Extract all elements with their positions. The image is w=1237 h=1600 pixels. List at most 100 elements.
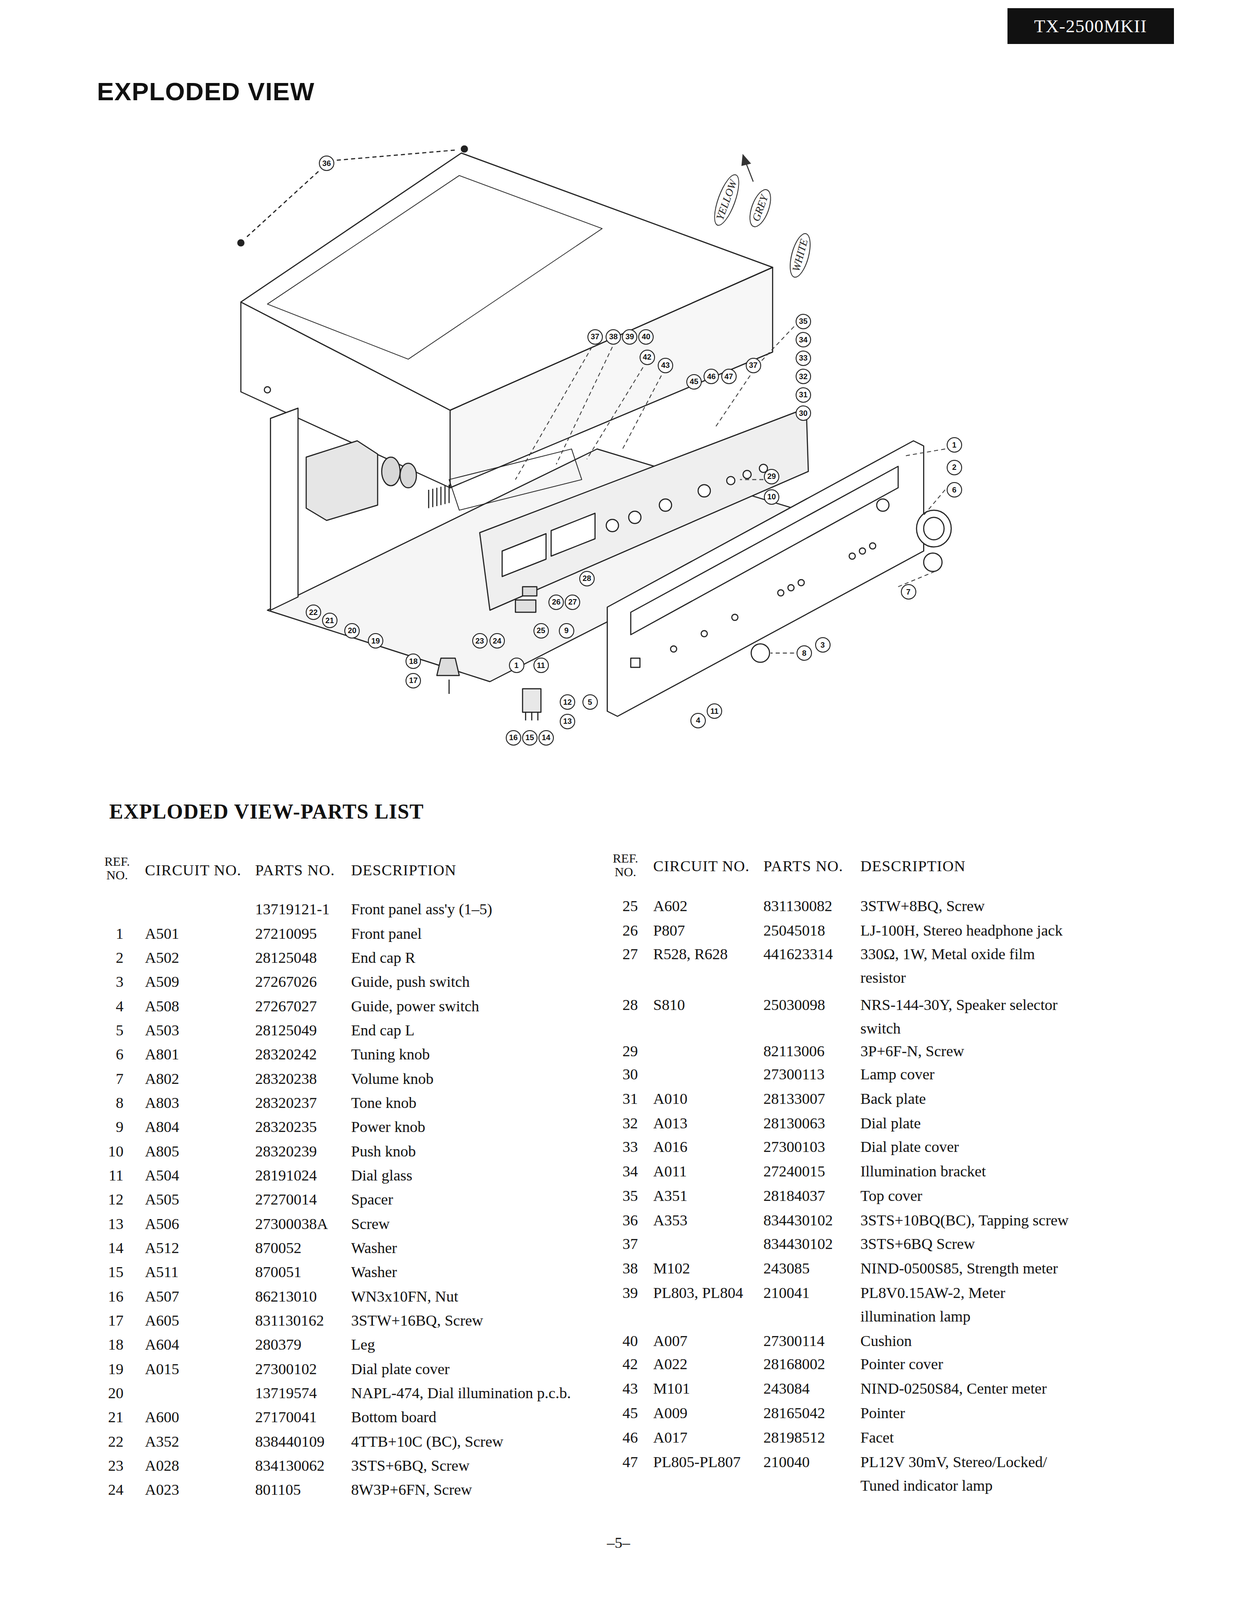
ref-number: 33 bbox=[583, 1135, 638, 1159]
leg-screw bbox=[448, 679, 450, 695]
table-cell: Power knob bbox=[351, 1115, 426, 1140]
tone-knob bbox=[751, 644, 770, 663]
table-cell: 8W3P+6FN, Screw bbox=[351, 1478, 473, 1502]
table-cell: Dial glass bbox=[351, 1163, 413, 1188]
ref-number: 10 bbox=[68, 1139, 124, 1164]
ref-number: 35 bbox=[583, 1184, 638, 1208]
control-shaft bbox=[659, 498, 672, 512]
panel-hole bbox=[787, 584, 795, 592]
ref-number: 7 bbox=[68, 1067, 124, 1091]
ref-number: 4 bbox=[68, 994, 124, 1019]
table-cell: Spacer bbox=[351, 1188, 394, 1212]
ref-number: 28 bbox=[583, 993, 638, 1017]
ref-number: 45 bbox=[583, 1401, 638, 1426]
chassis-left-wall bbox=[270, 408, 299, 611]
callout-number: 39 bbox=[621, 329, 638, 345]
callout-number: 27 bbox=[564, 594, 581, 611]
callout-number: 16 bbox=[505, 730, 522, 746]
table-cell: 27267027 bbox=[255, 994, 318, 1019]
table-cell: PL805-PL807 bbox=[653, 1450, 741, 1475]
table-cell: Leg bbox=[351, 1333, 376, 1357]
table-cell: End cap L bbox=[351, 1018, 415, 1043]
table-cell: 870052 bbox=[255, 1236, 302, 1261]
callout-number: 28 bbox=[579, 571, 595, 587]
table-cell: NAPL-474, Dial illumination p.c.b. bbox=[351, 1381, 571, 1406]
front-panel-body bbox=[607, 440, 925, 717]
table-cell: Washer bbox=[351, 1236, 397, 1261]
table-cell: 28130063 bbox=[763, 1111, 826, 1136]
table-cell: A017 bbox=[653, 1426, 688, 1450]
table-cell: Washer bbox=[351, 1260, 397, 1285]
callout-number: 18 bbox=[405, 653, 421, 670]
table-cell: 834430102 bbox=[763, 1232, 833, 1257]
table-cell: 28320242 bbox=[255, 1042, 318, 1067]
table-cell: Dial plate cover bbox=[860, 1135, 959, 1159]
table-cell: Illumination bracket bbox=[860, 1159, 987, 1184]
ref-number: 2 bbox=[68, 946, 124, 970]
page-title: EXPLODED VIEW bbox=[97, 76, 315, 107]
callout-number: 6 bbox=[946, 482, 963, 498]
wire-arrow bbox=[742, 155, 754, 182]
table-cell: S810 bbox=[653, 993, 685, 1017]
wire-color-note: YELLOW bbox=[708, 171, 745, 229]
table-cell: Dial plate bbox=[860, 1111, 921, 1136]
column-header: REF. NO. bbox=[607, 851, 644, 880]
jack-assembly bbox=[522, 689, 542, 713]
table-cell: 3STW+8BQ, Screw bbox=[860, 894, 985, 919]
ref-number: 24 bbox=[68, 1478, 124, 1502]
callout-number: 35 bbox=[795, 313, 812, 330]
table-cell: Pointer cover bbox=[860, 1352, 944, 1377]
ref-number: 11 bbox=[68, 1163, 124, 1188]
callout-number: 47 bbox=[721, 368, 737, 385]
ref-number: 40 bbox=[583, 1329, 638, 1354]
table-cell: A016 bbox=[653, 1135, 688, 1159]
table-cell: 27300103 bbox=[763, 1135, 826, 1159]
table-cell: A353 bbox=[653, 1208, 688, 1233]
headphone-jack bbox=[522, 586, 538, 597]
table-cell: A352 bbox=[145, 1430, 180, 1454]
screw-hole bbox=[264, 386, 271, 394]
callout-number: 30 bbox=[795, 405, 812, 421]
table-cell: A803 bbox=[145, 1091, 180, 1115]
callout-number: 46 bbox=[703, 368, 719, 385]
leader-line bbox=[739, 479, 764, 481]
table-cell: 27270014 bbox=[255, 1188, 318, 1212]
table-cell: 28320237 bbox=[255, 1091, 318, 1115]
wire-color-note: WHITE bbox=[785, 230, 815, 280]
table-cell: PL803, PL804 bbox=[653, 1281, 744, 1306]
table-cell: A501 bbox=[145, 922, 180, 946]
table-cell: A507 bbox=[145, 1285, 180, 1309]
ref-number: 21 bbox=[68, 1405, 124, 1430]
heat-sink bbox=[428, 484, 450, 509]
model-name: TX-2500MKII bbox=[1034, 15, 1148, 37]
table-cell: 28125049 bbox=[255, 1018, 318, 1043]
leader-line bbox=[247, 171, 319, 237]
callout-number: 34 bbox=[795, 332, 812, 348]
callout-number: 43 bbox=[657, 357, 674, 374]
wire-color-note: GREY bbox=[745, 186, 776, 230]
table-cell: Push knob bbox=[351, 1139, 416, 1164]
table-cell: M101 bbox=[653, 1377, 690, 1401]
ref-number: 5 bbox=[68, 1018, 124, 1043]
screw bbox=[237, 239, 245, 247]
table-cell: A604 bbox=[145, 1333, 180, 1357]
screw bbox=[461, 146, 468, 153]
column-header: REF. NO. bbox=[98, 855, 136, 883]
callout-number: 5 bbox=[582, 694, 598, 710]
column-header: PARTS NO. bbox=[255, 860, 336, 881]
callout-number: 29 bbox=[763, 469, 780, 485]
column-header: CIRCUIT NO. bbox=[145, 860, 242, 881]
transformer bbox=[306, 440, 378, 521]
callout-number: 22 bbox=[305, 604, 322, 621]
ref-number: 27 bbox=[583, 942, 638, 967]
table-cell: End cap R bbox=[351, 946, 416, 970]
panel-hole bbox=[876, 498, 890, 512]
table-cell: 28168002 bbox=[763, 1352, 826, 1377]
table-cell: A351 bbox=[653, 1184, 688, 1208]
tuning-knob-cap bbox=[923, 517, 944, 541]
table-cell: 27210095 bbox=[255, 922, 318, 946]
ref-number: 15 bbox=[68, 1260, 124, 1285]
table-cell: 28320239 bbox=[255, 1139, 318, 1164]
ref-number: 20 bbox=[68, 1381, 124, 1406]
table-cell: 86213010 bbox=[255, 1285, 318, 1309]
